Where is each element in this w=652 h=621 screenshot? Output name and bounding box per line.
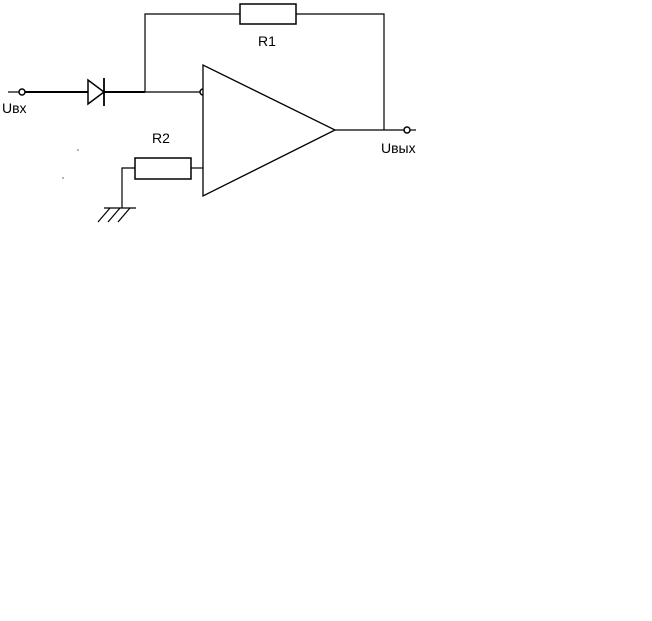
r2-label: R2 <box>152 130 170 146</box>
r2-resistor <box>134 157 192 180</box>
input-label: Uвх <box>2 100 27 116</box>
output-terminal <box>403 126 411 134</box>
feedback-wire-right <box>296 13 385 130</box>
diode <box>87 78 106 106</box>
feedback-wire-left <box>144 13 240 92</box>
output-label: Uвых <box>381 140 416 156</box>
r1-resistor <box>239 3 297 25</box>
input-terminal <box>18 88 26 96</box>
ground-icon <box>97 207 136 223</box>
op-amp-triangle <box>202 63 337 198</box>
r1-label: R1 <box>258 33 276 49</box>
stray-dot <box>62 177 64 179</box>
r2-to-ground-wire <box>121 167 135 208</box>
stray-dot <box>77 149 79 151</box>
